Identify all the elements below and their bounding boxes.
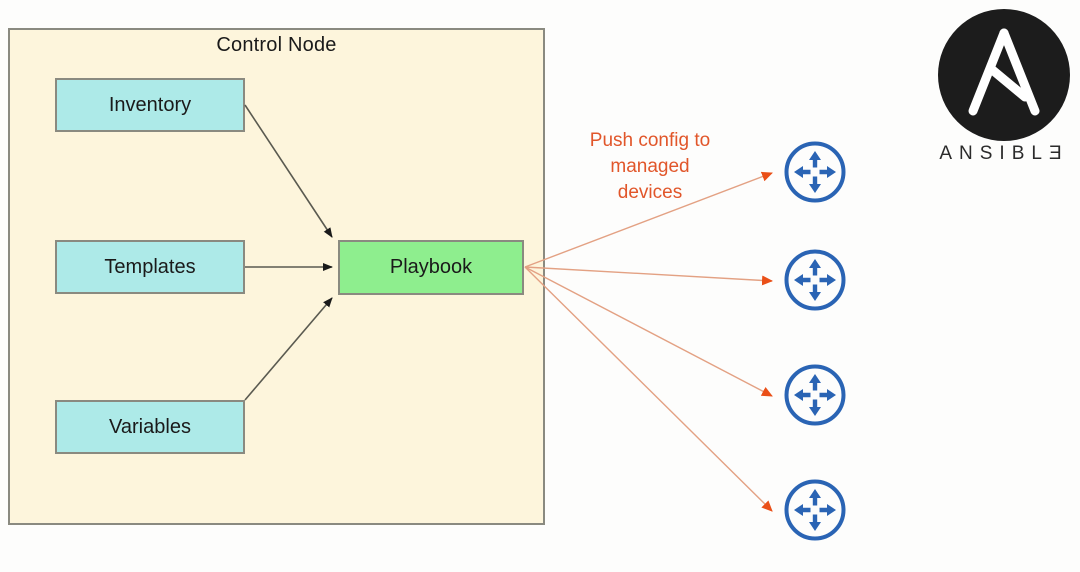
- push-config-line-2: managed: [610, 156, 690, 177]
- connector-playbook-to-device-4: [524, 266, 773, 512]
- node-box-variables[interactable]: Variables: [55, 400, 245, 454]
- router-icon-device-3[interactable]: [783, 363, 847, 427]
- ansible-logo-icon: [938, 9, 1070, 141]
- node-box-templates[interactable]: Templates: [55, 240, 245, 294]
- router-icon-device-4[interactable]: [783, 478, 847, 542]
- push-config-line-1: Push config to: [589, 130, 711, 151]
- push-config-label: Push config to managed devices: [569, 128, 731, 206]
- connector-playbook-to-device-2: [524, 266, 773, 286]
- router-icon-device-1[interactable]: [783, 140, 847, 204]
- router-icon-device-2[interactable]: [783, 248, 847, 312]
- connector-playbook-to-device-3: [524, 266, 773, 397]
- node-box-inventory[interactable]: Inventory: [55, 78, 245, 132]
- control-node-title: Control Node: [216, 34, 337, 56]
- node-box-playbook[interactable]: Playbook: [338, 240, 524, 295]
- ansible-wordmark: ANSIBLƎ: [939, 143, 1069, 164]
- push-config-line-3: devices: [617, 182, 683, 203]
